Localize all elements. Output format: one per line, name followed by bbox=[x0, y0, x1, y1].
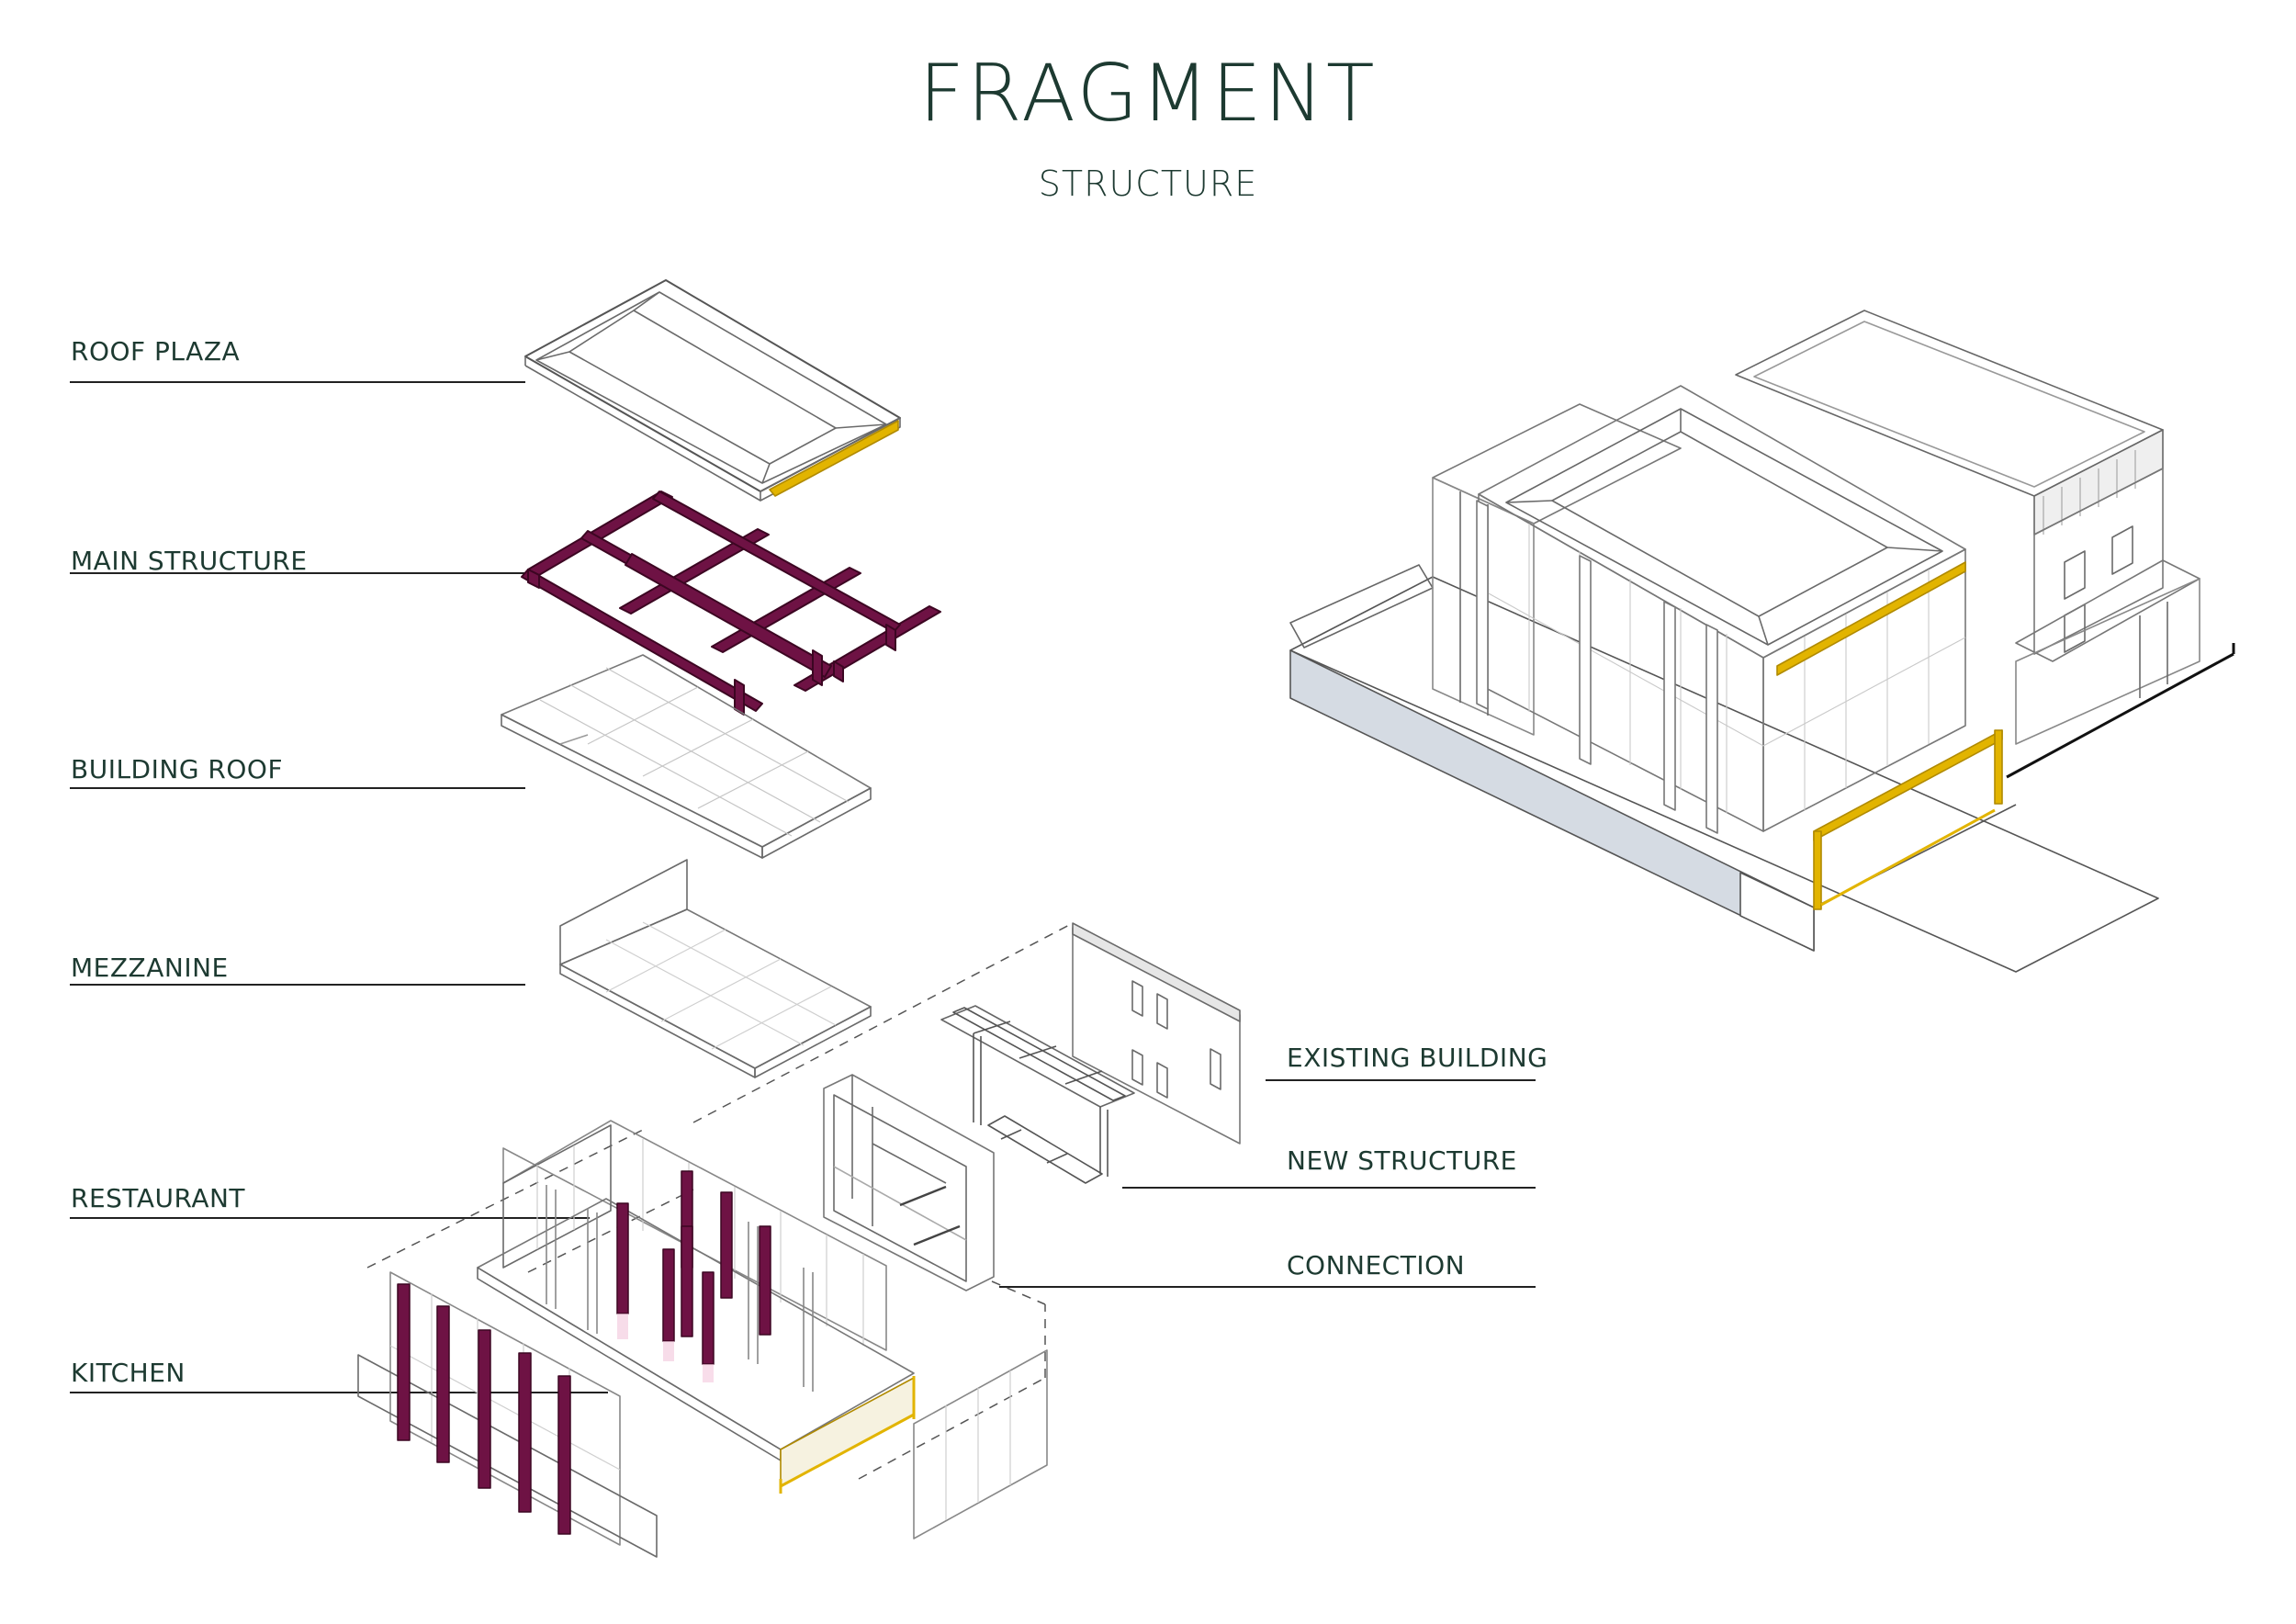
label-mezzanine: MEZZANINE bbox=[71, 953, 229, 983]
label-restaurant: RESTAURANT bbox=[71, 1183, 246, 1213]
leader-lines bbox=[70, 381, 1536, 1393]
label-new-structure: NEW STRUCTURE bbox=[1287, 1145, 1517, 1176]
page-title: FRAGMENT bbox=[918, 48, 1378, 140]
existing-building-wall bbox=[1072, 922, 1241, 1145]
label-connection: CONNECTION bbox=[1287, 1250, 1466, 1280]
new-structure-frame bbox=[940, 1005, 1135, 1184]
main-structure-layer bbox=[521, 491, 941, 716]
label-kitchen: KITCHEN bbox=[71, 1358, 186, 1388]
building-roof-layer bbox=[501, 654, 872, 859]
assembled-building bbox=[1289, 310, 2235, 973]
mezzanine-layer bbox=[559, 859, 872, 1078]
label-roof-plaza: ROOF PLAZA bbox=[71, 336, 241, 367]
label-building-roof: BUILDING ROOF bbox=[71, 754, 284, 784]
label-main-structure: MAIN STRUCTURE bbox=[71, 546, 308, 576]
dashed-guides bbox=[366, 922, 1074, 1480]
page-subtitle: STRUCTURE bbox=[1038, 164, 1258, 204]
structural-columns bbox=[397, 1170, 771, 1535]
roof-plaza-layer bbox=[524, 279, 901, 502]
label-existing-building: EXISTING BUILDING bbox=[1287, 1043, 1548, 1073]
connection-block bbox=[823, 1074, 995, 1291]
column-shadows bbox=[617, 1314, 714, 1382]
